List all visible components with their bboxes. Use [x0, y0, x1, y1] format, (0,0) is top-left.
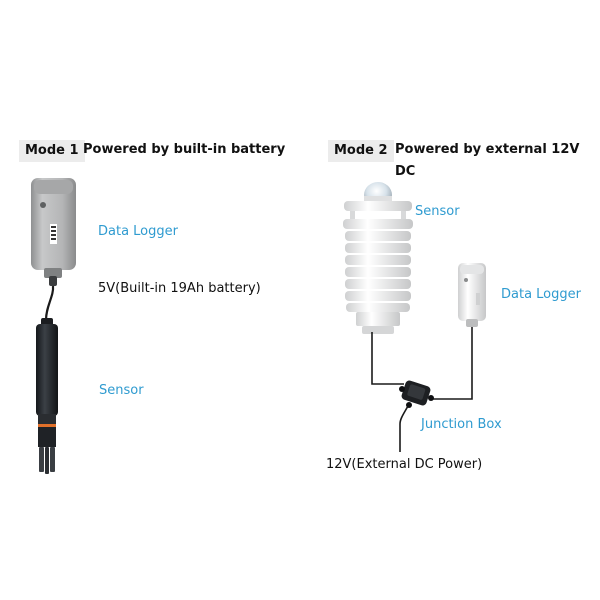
mode1-data-logger-label: Data Logger: [98, 224, 178, 239]
mode1-title: Powered by built-in battery: [83, 142, 286, 157]
mode2-data-logger-device: [458, 263, 486, 327]
mode1-tag: Mode 1: [19, 140, 85, 162]
mode2-sensor-cable: [371, 332, 404, 385]
mode2-title: Powered by external 12V DC: [395, 142, 580, 179]
mode2-power-label: 12V(External DC Power): [326, 457, 483, 472]
mode1-sensor-probe: [36, 318, 58, 474]
mode1-sensor-label: Sensor: [99, 383, 144, 398]
mode1-data-logger-device: [31, 178, 76, 286]
mode2-weather-station-sensor: [343, 182, 413, 334]
mode1-cable: [44, 285, 55, 321]
mode2-data-logger-label: Data Logger: [501, 287, 581, 302]
mode2-tag: Mode 2: [328, 140, 394, 162]
mode2-sensor-label: Sensor: [415, 204, 460, 219]
mode2-junction-box: [399, 380, 434, 408]
mode2-junction-box-label: Junction Box: [421, 417, 502, 432]
mode2-power-cable: [399, 403, 410, 452]
mode2-logger-cable: [432, 327, 473, 400]
mode1-battery-label: 5V(Built-in 19Ah battery): [98, 281, 261, 296]
